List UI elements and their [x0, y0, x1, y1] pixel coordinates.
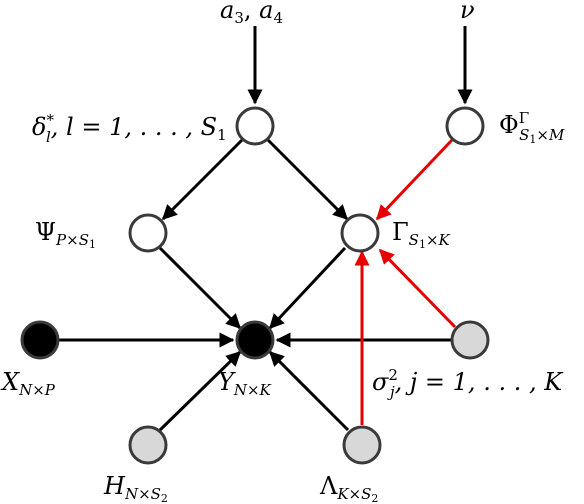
edge-delta-to-gamma [266, 138, 349, 221]
label-h: HN×S2 [103, 472, 168, 504]
node-phi [445, 106, 485, 146]
label-nu: ν [460, 0, 475, 24]
label-a34: a3, a4 [220, 0, 283, 27]
node-psi [128, 213, 168, 253]
label-delta: δ*l, l = 1, . . . , S1 [32, 111, 227, 146]
node-delta [235, 106, 275, 146]
label-psi: ΨP×S1 [35, 218, 96, 251]
edge-lambda-to-y [268, 350, 350, 432]
edge-delta-to-psi [161, 138, 244, 221]
node-lambda [342, 425, 382, 465]
node-h [128, 425, 168, 465]
label-lambda: ΛK×S2 [319, 472, 378, 504]
edge-psi-to-y [158, 246, 242, 330]
edge-sigma-to-gamma [378, 248, 457, 329]
edge-phi-to-gamma [375, 138, 454, 221]
label-y: YN×K [218, 368, 272, 399]
node-x [20, 320, 60, 360]
label-x: XN×P [0, 368, 56, 399]
edge-gamma-to-y [268, 246, 347, 330]
node-y [235, 320, 275, 360]
label-gamma: ΓS1×K [392, 218, 451, 251]
edge-h-to-y [158, 350, 242, 432]
node-sigma [450, 320, 490, 360]
node-gamma [340, 213, 380, 253]
